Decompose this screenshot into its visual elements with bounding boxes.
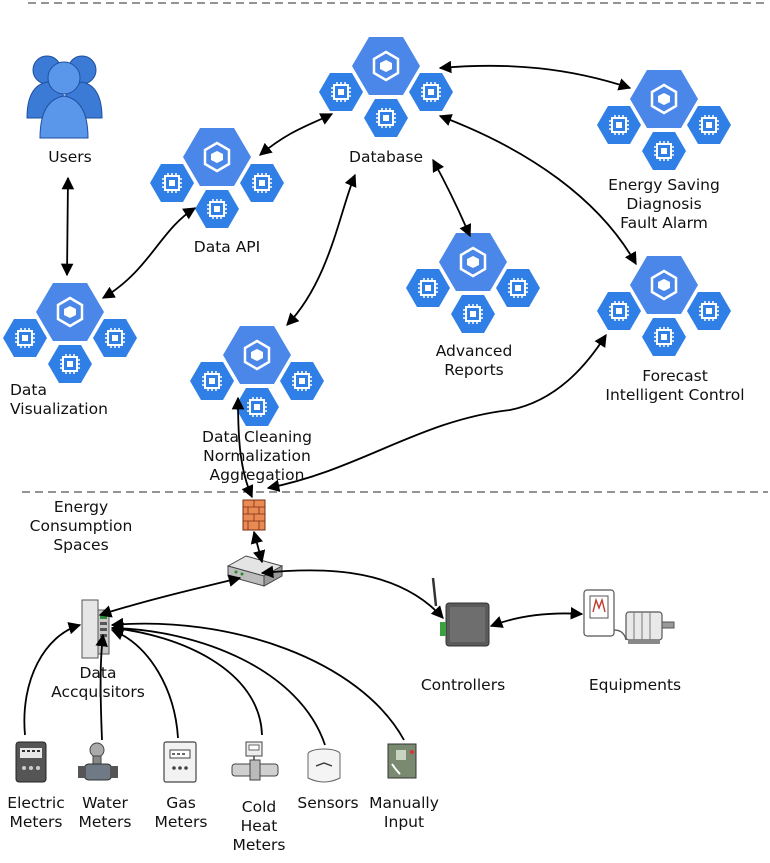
energy-spaces-label: Energy Consumption Spaces	[29, 498, 133, 554]
electric-meter-icon	[15, 741, 47, 783]
energy-saving-label: Energy Saving Diagnosis Fault Alarm	[608, 176, 720, 232]
manual-input-icon	[387, 743, 417, 779]
cold-heat-meter-icon	[231, 741, 279, 781]
advanced-reports-label: Advanced Reports	[435, 342, 513, 379]
sensors-label: Sensors	[297, 794, 359, 812]
gas-meters-label: Gas Meters	[154, 794, 208, 831]
controllers-label: Controllers	[420, 676, 506, 694]
data-visualization-cluster-icon	[3, 283, 137, 383]
data-cleaning-cluster-icon	[190, 326, 324, 426]
advanced-reports-cluster-icon	[406, 233, 540, 333]
connectors	[23, 60, 637, 746]
sensor-icon	[307, 748, 341, 783]
data-api-cluster-icon	[150, 128, 284, 228]
users-label: Users	[48, 148, 92, 166]
energy-saving-cluster-icon	[597, 70, 731, 170]
data-cleaning-label: Data Cleaning Normalization Aggregation	[202, 428, 312, 484]
water-meters-label: Water Meters	[78, 794, 132, 831]
electric-meters-label: Electric Meters	[7, 794, 65, 831]
data-api-label: Data API	[193, 238, 261, 256]
data-acquisitors-label: Data Accquisitors	[51, 664, 145, 701]
manually-input-label: Manually Input	[369, 794, 439, 831]
equipment-motor-icon	[583, 589, 675, 644]
users-icon	[26, 55, 103, 139]
equipments-label: Equipments	[588, 676, 682, 694]
controller-icon	[431, 577, 490, 647]
forecast-label: Forecast Intelligent Control	[605, 367, 745, 404]
gas-meter-icon	[163, 741, 197, 783]
firewall-icon	[242, 499, 266, 531]
data-visualization-label: Data Visualization	[10, 381, 108, 418]
water-meter-icon	[78, 742, 118, 781]
data-acquisitor-icon	[81, 599, 110, 659]
forecast-cluster-icon	[597, 256, 731, 356]
database-cluster-icon	[319, 37, 453, 137]
database-label: Database	[349, 148, 423, 166]
cold-heat-meters-label: Cold Heat Meters	[232, 798, 286, 854]
